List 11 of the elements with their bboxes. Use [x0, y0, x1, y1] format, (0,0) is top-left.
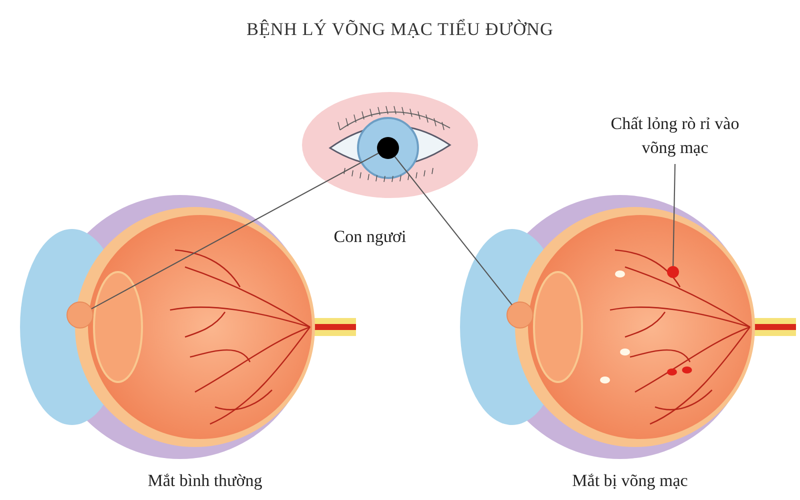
leader-line [394, 156, 512, 306]
pupil-label: Con ngươi [332, 226, 408, 248]
iris-bump [66, 302, 94, 328]
leak-spot [667, 266, 679, 278]
iris-bump [506, 302, 534, 328]
eye-label: Mắt bị võng mạc [571, 470, 689, 492]
callout-text: Chất lỏng rò rỉ vào võng mạc [595, 112, 755, 164]
eye-label: Mắt bình thường [146, 470, 264, 492]
leader-line [91, 152, 379, 310]
title: BỆNH LÝ VÕNG MẠC TIỂU ĐƯỜNG [246, 18, 554, 41]
leader-line [672, 164, 676, 266]
